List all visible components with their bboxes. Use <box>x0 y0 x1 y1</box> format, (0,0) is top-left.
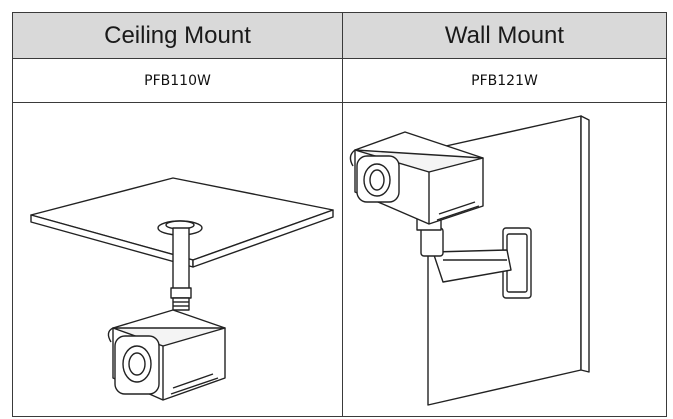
header-row: Ceiling Mount Wall Mount <box>12 12 667 59</box>
ceiling-mount-camera-illustration <box>30 176 334 401</box>
ceiling-model-cell: PFB110W <box>12 58 343 103</box>
model-row: PFB110W PFB121W <box>12 58 667 103</box>
wall-mount-header: Wall Mount <box>342 12 667 59</box>
wall-mount-camera-illustration <box>349 114 590 406</box>
wall-illustration-cell <box>342 102 667 417</box>
ceiling-illustration-cell <box>12 102 343 417</box>
illustration-row <box>12 102 667 417</box>
mount-type-table: Ceiling Mount Wall Mount PFB110W PFB121W <box>12 12 667 417</box>
wall-model-cell: PFB121W <box>342 58 667 103</box>
ceiling-mount-header: Ceiling Mount <box>12 12 343 59</box>
